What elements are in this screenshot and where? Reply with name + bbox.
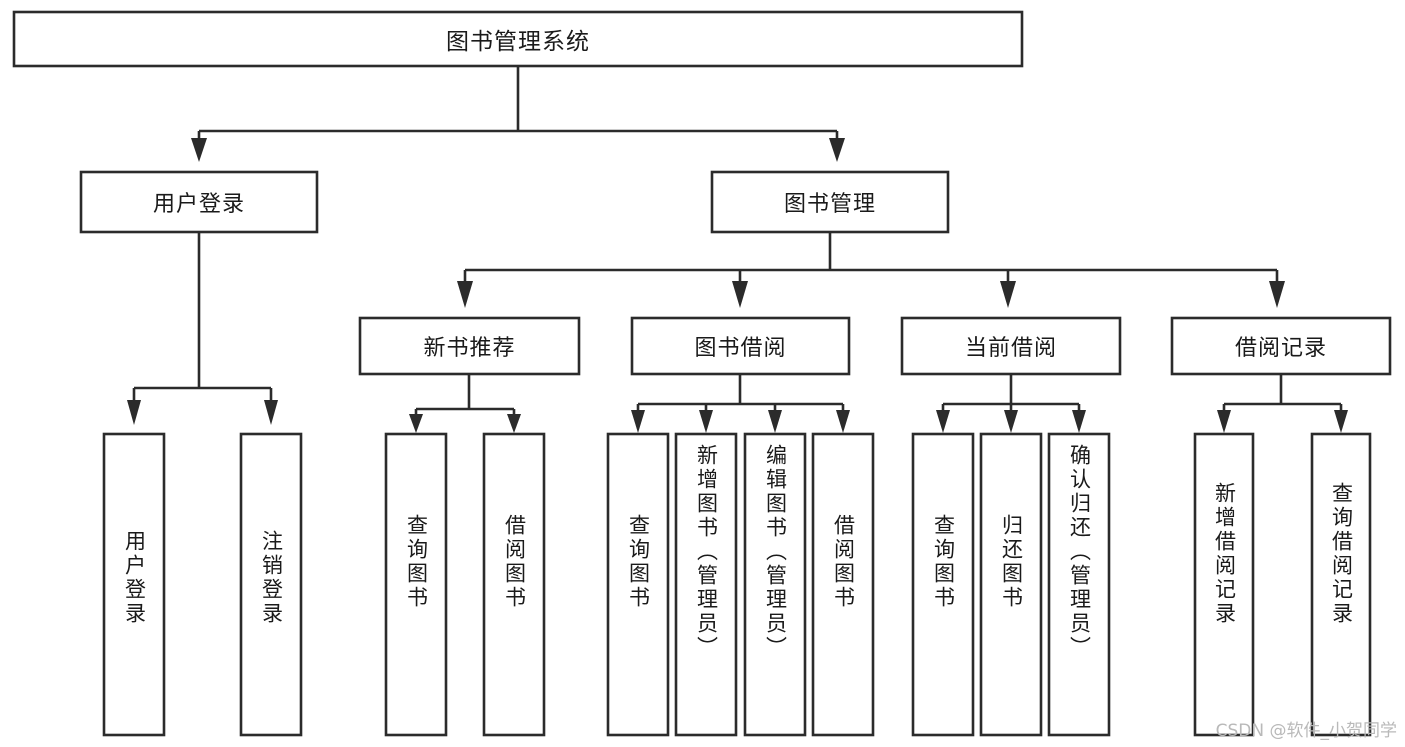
node-box-leaf-query-book-c[interactable] [911, 432, 975, 737]
arrow-head-leaf-query-book-a [409, 414, 423, 433]
arrow-head-leaf-add-record [1217, 410, 1231, 433]
node-box-current-borrow[interactable] [900, 316, 1122, 376]
arrow-head-book-borrow [732, 281, 748, 308]
arrow-head-new-book-rec [457, 281, 473, 308]
node-box-borrow-record[interactable] [1170, 316, 1392, 376]
node-box-leaf-borrow-book-a[interactable] [482, 432, 546, 737]
node-box-leaf-add-book-admin[interactable] [674, 432, 738, 737]
node-box-leaf-add-borrow-record[interactable] [1193, 432, 1255, 737]
node-box-leaf-query-borrow-record[interactable] [1310, 432, 1372, 737]
arrow-head-leaf-query-record [1334, 410, 1348, 433]
arrow-head-leaf-logout [264, 400, 278, 425]
arrow-head-leaf-query-book-c [936, 410, 950, 433]
node-box-book-management[interactable] [710, 170, 950, 234]
node-box-leaf-user-login[interactable] [102, 432, 166, 737]
edge-group-current-borrow [936, 374, 1086, 433]
node-box-leaf-query-book-a[interactable] [384, 432, 448, 737]
arrow-head-leaf-borrow-book-b [836, 410, 850, 433]
arrow-head-current-borrow [1000, 281, 1016, 308]
arrow-head-leaf-return-book [1004, 410, 1018, 433]
node-box-leaf-confirm-return-admin[interactable] [1047, 432, 1111, 737]
node-box-book-borrow[interactable] [630, 316, 851, 376]
node-box-leaf-borrow-book-b[interactable] [811, 432, 875, 737]
edge-group-book-mgmt [457, 232, 1285, 308]
arrow-head-leaf-add-book [699, 410, 713, 433]
arrow-head-borrow-record [1269, 281, 1285, 308]
node-box-root[interactable] [12, 10, 1024, 68]
node-box-leaf-edit-book-admin[interactable] [743, 432, 807, 737]
edge-group-user-login [127, 232, 278, 425]
edge-group-new-book-rec [409, 374, 521, 433]
arrow-head-user-login [191, 138, 207, 162]
node-box-new-book-recommend[interactable] [358, 316, 581, 376]
node-box-leaf-query-book-b[interactable] [606, 432, 670, 737]
arrow-head-leaf-edit-book [768, 410, 782, 433]
node-box-user-login[interactable] [79, 170, 319, 234]
node-box-leaf-return-book[interactable] [979, 432, 1043, 737]
arrow-head-leaf-query-book-b [631, 410, 645, 433]
node-box-leaf-logout[interactable] [239, 432, 303, 737]
arrow-head-leaf-borrow-book-a [507, 414, 521, 433]
arrow-head-book-mgmt [829, 138, 845, 162]
edge-group-borrow-record [1217, 374, 1348, 433]
arrow-head-leaf-confirm-return [1072, 410, 1086, 433]
edge-group-root [191, 66, 845, 162]
edge-group-book-borrow [631, 374, 850, 433]
arrow-head-leaf-user-login [127, 400, 141, 425]
